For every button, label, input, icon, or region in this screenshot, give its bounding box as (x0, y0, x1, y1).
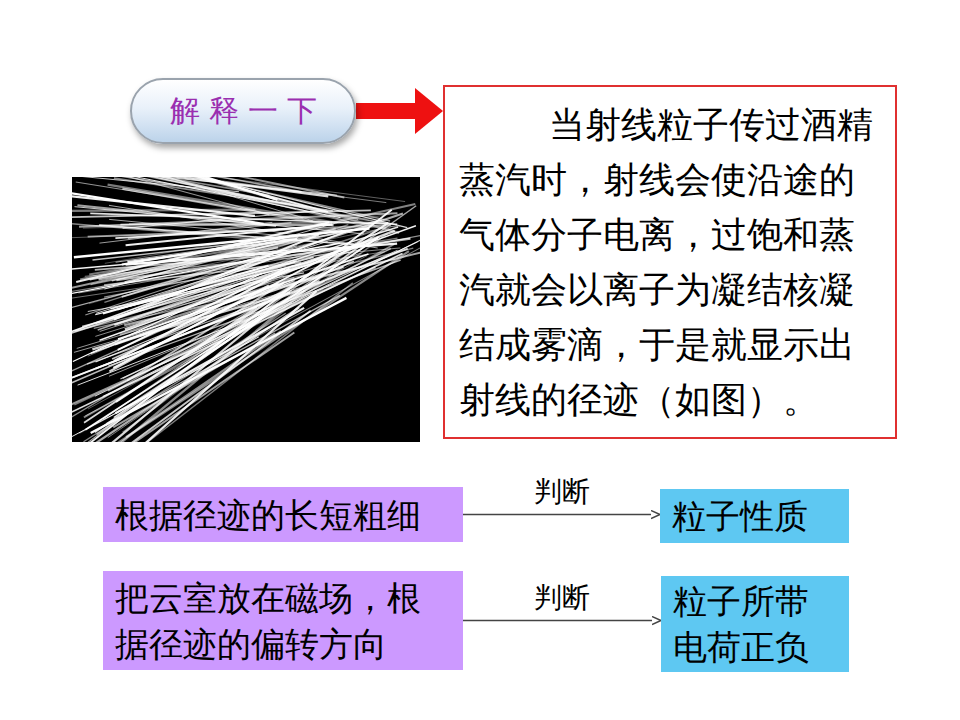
node-text: 解释一下 (170, 91, 326, 132)
node-text: 把云室放在磁场，根据径迹的偏转方向 (115, 575, 451, 667)
track-line (72, 177, 386, 203)
block-arrow (356, 103, 415, 119)
node-text: 粒子所带电荷正负 (673, 578, 837, 670)
track-line (88, 256, 367, 409)
track-line (122, 291, 317, 442)
track-line (98, 177, 387, 224)
track-line (129, 177, 370, 228)
track-line (126, 331, 281, 437)
track-line (123, 210, 327, 228)
particle-tracks (72, 177, 420, 442)
track-line (117, 214, 402, 310)
edge-label: 判断 (532, 473, 592, 511)
track-line (95, 253, 361, 336)
track-line (106, 177, 296, 209)
node-text: 粒子性质 (672, 493, 808, 539)
track-line (72, 240, 323, 310)
track-line (112, 220, 382, 281)
track-line (128, 177, 278, 200)
judge-arrow (463, 514, 651, 516)
track-line (72, 243, 340, 295)
condition-box: 根据径迹的长短粗细 (103, 487, 463, 542)
edge-label: 判断 (532, 579, 592, 617)
result-box: 粒子所带电荷正负 (661, 576, 849, 672)
track-line (127, 282, 285, 381)
condition-box: 把云室放在磁场，根据径迹的偏转方向 (103, 571, 463, 670)
node-text: 当射线粒子传过酒精蒸汽时，射线会使沿途的气体分子电离，过饱和蒸汽就会以离子为凝结… (459, 97, 881, 427)
explanation-box: 当射线粒子传过酒精蒸汽时，射线会使沿途的气体分子电离，过饱和蒸汽就会以离子为凝结… (443, 85, 897, 439)
track-line (72, 267, 376, 405)
track-line (95, 237, 378, 432)
track-line (119, 177, 313, 221)
track-line (129, 223, 388, 224)
button-pill: 解释一下 (130, 78, 356, 144)
track-line (92, 177, 405, 202)
node-text: 根据径迹的长短粗细 (115, 492, 421, 538)
track-line (109, 219, 298, 237)
track-line (103, 177, 349, 222)
result-box: 粒子性质 (660, 489, 849, 543)
track-line (78, 310, 271, 385)
judge-arrow (463, 620, 652, 622)
track-line (72, 210, 255, 211)
track-line (72, 228, 336, 288)
